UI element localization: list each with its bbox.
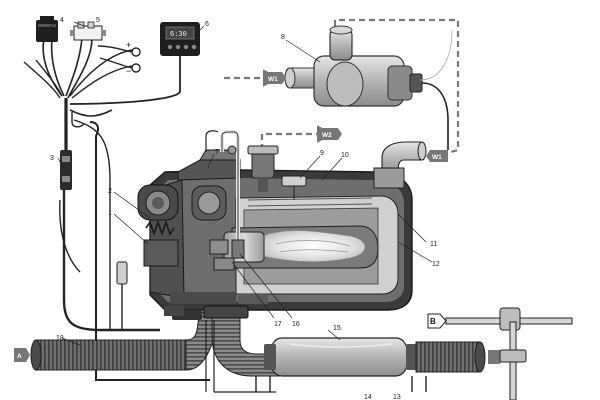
callout-16: 16 bbox=[292, 321, 300, 328]
callout-3: 3 bbox=[50, 155, 54, 162]
mounting-bracket bbox=[445, 307, 573, 400]
timer-display: 6:30 bbox=[170, 30, 187, 38]
circulation-pump bbox=[284, 25, 453, 150]
callout-17: 17 bbox=[274, 321, 282, 328]
callout-8: 8 bbox=[281, 34, 285, 41]
heater-body bbox=[137, 149, 413, 311]
inline-connector bbox=[60, 150, 72, 190]
wiring-harness bbox=[23, 37, 210, 381]
coolant-line-dashed bbox=[333, 18, 460, 157]
callout-1: 1 bbox=[108, 210, 112, 217]
fuse-holder bbox=[70, 21, 106, 41]
drain-fitting bbox=[164, 306, 276, 393]
air-inlet-tag: A bbox=[17, 353, 22, 360]
plus-sign: + bbox=[126, 40, 131, 50]
battery-cable-positive bbox=[97, 45, 141, 57]
fuel-line bbox=[205, 130, 245, 271]
callout-7: 7 bbox=[215, 149, 219, 156]
callout-11: 11 bbox=[430, 241, 437, 248]
water-return-arrow bbox=[426, 150, 448, 162]
callout-10: 10 bbox=[341, 152, 349, 159]
coolant-outlet-pipe bbox=[373, 141, 427, 189]
water-inlet-arrow bbox=[266, 72, 286, 84]
callout-leaders bbox=[47, 21, 433, 346]
sensor-connector bbox=[281, 175, 307, 200]
glow-plug-spring bbox=[145, 219, 175, 237]
battery-cable-negative bbox=[99, 57, 141, 73]
exhaust-flow-tag: B bbox=[430, 317, 436, 326]
callout-4: 4 bbox=[60, 17, 64, 24]
relay-connector bbox=[36, 16, 58, 42]
callout-2: 2 bbox=[108, 188, 112, 195]
water-outlet-tag: W2 bbox=[322, 132, 332, 139]
flame-zone bbox=[261, 230, 366, 262]
water-outlet-arrow bbox=[320, 128, 342, 140]
callout-6: 6 bbox=[205, 21, 209, 28]
minus-sign: − bbox=[126, 66, 131, 76]
callout-13: 13 bbox=[393, 394, 401, 400]
callout-14: 14 bbox=[364, 394, 372, 400]
exhaust-flow-arrow bbox=[427, 313, 447, 329]
callout-9: 9 bbox=[320, 150, 324, 157]
callout-15: 15 bbox=[333, 325, 341, 332]
callout-5: 5 bbox=[96, 17, 100, 24]
callout-12: 12 bbox=[432, 261, 440, 268]
air-inlet-arrow bbox=[14, 348, 30, 362]
overheat-sensor bbox=[247, 145, 279, 192]
sensor-plug bbox=[116, 261, 128, 330]
exhaust-system bbox=[203, 305, 486, 392]
water-return-tag: W1 bbox=[432, 154, 442, 161]
coolant-outlet-dashed bbox=[260, 125, 335, 150]
callout-18: 18 bbox=[56, 335, 64, 342]
water-inlet-tag: W1 bbox=[268, 76, 278, 83]
timer-controller bbox=[160, 22, 200, 56]
